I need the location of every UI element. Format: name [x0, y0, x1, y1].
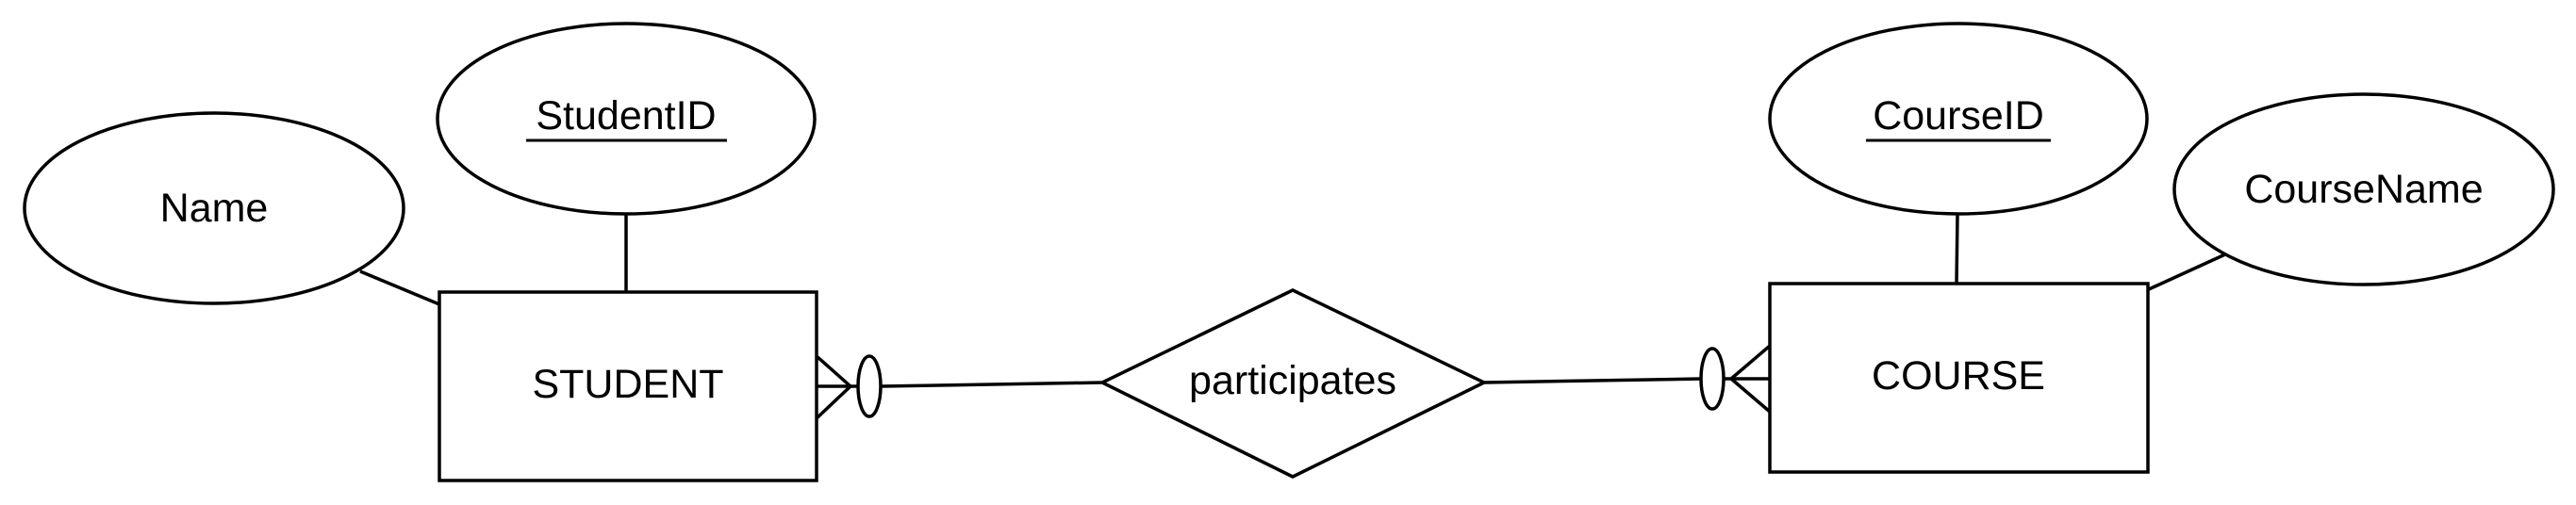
- attribute-name: Name: [23, 111, 405, 305]
- connector-coursename-course: [2148, 252, 2226, 291]
- entity-course-label: COURSE: [1872, 353, 2045, 399]
- relationship-participates: participates: [1098, 288, 1488, 479]
- entity-student-label: STUDENT: [532, 362, 723, 407]
- crows-foot-prong: [1729, 377, 1772, 414]
- entity-course: COURSE: [1768, 282, 2150, 474]
- attribute-course-id-label: CourseID: [1873, 93, 2044, 138]
- attribute-course-name-label: CourseName: [2244, 167, 2483, 212]
- entity-student-box: [438, 290, 818, 482]
- crows-foot-prong: [815, 384, 852, 420]
- crows-foot-prong: [1729, 344, 1772, 381]
- attribute-course-name: CourseName: [2172, 92, 2555, 286]
- attribute-student-id-ellipse: [436, 22, 817, 216]
- zero-circle-icon: [1699, 347, 1726, 411]
- entity-student: STUDENT: [438, 290, 818, 482]
- connector-name-student: [359, 269, 440, 306]
- relationship-label: participates: [1189, 358, 1396, 403]
- cardinality-course-side: [1699, 344, 1772, 414]
- connectors: [359, 214, 2226, 388]
- attribute-name-label: Name: [160, 186, 269, 231]
- attribute-course-name-ellipse: [2172, 92, 2555, 286]
- relationship-diamond: [1098, 288, 1488, 479]
- crows-foot-prong: [815, 354, 852, 388]
- attribute-course-id: CourseID: [1768, 22, 2149, 216]
- connector-participates-course: [1483, 377, 1703, 384]
- connector-student-participates: [880, 381, 1103, 388]
- attribute-student-id: StudentID: [436, 22, 817, 216]
- entity-course-box: [1768, 282, 2150, 474]
- attribute-student-id-label: StudentID: [536, 93, 716, 138]
- attribute-name-ellipse: [23, 111, 405, 305]
- attribute-course-id-ellipse: [1768, 22, 2149, 216]
- cardinality-student-side: [815, 354, 883, 420]
- zero-circle-icon: [856, 354, 883, 418]
